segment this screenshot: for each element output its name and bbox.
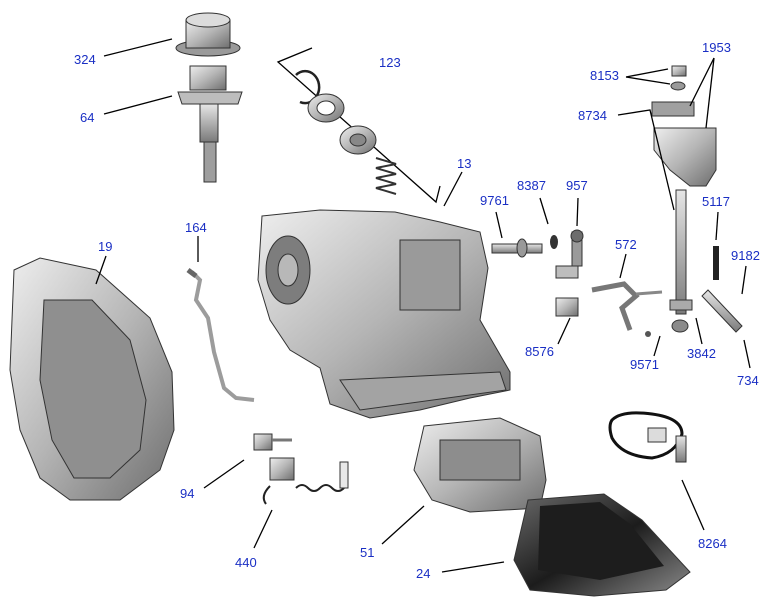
part-3842-bushing (671, 319, 689, 333)
part-324-cap (175, 12, 241, 57)
part-734-shaft (701, 289, 743, 333)
part-9761-shaft (491, 238, 543, 258)
callout-164: 164 (185, 220, 207, 235)
part-440-solenoid (262, 457, 349, 505)
callout-9761: 9761 (480, 193, 509, 208)
part-123-group (276, 47, 441, 204)
part-64-servo (177, 65, 243, 183)
part-8387-seal (550, 235, 558, 249)
part-9571-clip (645, 331, 651, 337)
part-8734-rod (669, 189, 693, 315)
part-94-switch (253, 433, 292, 451)
callout-440: 440 (235, 555, 257, 570)
callout-24: 24 (416, 566, 430, 581)
part-957-lever (555, 229, 584, 279)
callout-734: 734 (737, 373, 759, 388)
part-8264-sensor (608, 411, 687, 463)
callout-9182: 9182 (731, 248, 760, 263)
callout-19: 19 (98, 239, 112, 254)
callout-8576: 8576 (525, 344, 554, 359)
callout-8264: 8264 (698, 536, 727, 551)
callout-8734: 8734 (578, 108, 607, 123)
callout-9571: 9571 (630, 357, 659, 372)
callout-3842: 3842 (687, 346, 716, 361)
callout-13: 13 (457, 156, 471, 171)
callout-51: 51 (360, 545, 374, 560)
callout-8387: 8387 (517, 178, 546, 193)
callout-324: 324 (74, 52, 96, 67)
spring (375, 157, 397, 195)
part-24-oil-pan (513, 493, 691, 597)
callout-123: 123 (379, 55, 401, 70)
part-164-tube (186, 268, 255, 402)
callout-572: 572 (615, 237, 637, 252)
callout-64: 64 (80, 110, 94, 125)
callout-8153: 8153 (590, 68, 619, 83)
callout-957: 957 (566, 178, 588, 193)
callout-94: 94 (180, 486, 194, 501)
callout-labels: 324 64 123 13 9761 8387 957 8153 1953 87… (74, 40, 760, 581)
part-19-bell-housing (9, 257, 175, 501)
callout-1953: 1953 (702, 40, 731, 55)
part-1953-bracket (651, 101, 717, 187)
leader-lines (95, 38, 751, 573)
part-51-valve-body (413, 417, 547, 513)
part-5117-pin (713, 246, 719, 280)
part-8153-nuts (670, 65, 687, 91)
part-572-linkage (591, 281, 663, 331)
callout-5117: 5117 (702, 194, 730, 209)
part-13-transmission-case (257, 209, 511, 419)
part-8576-bracket (555, 297, 579, 317)
